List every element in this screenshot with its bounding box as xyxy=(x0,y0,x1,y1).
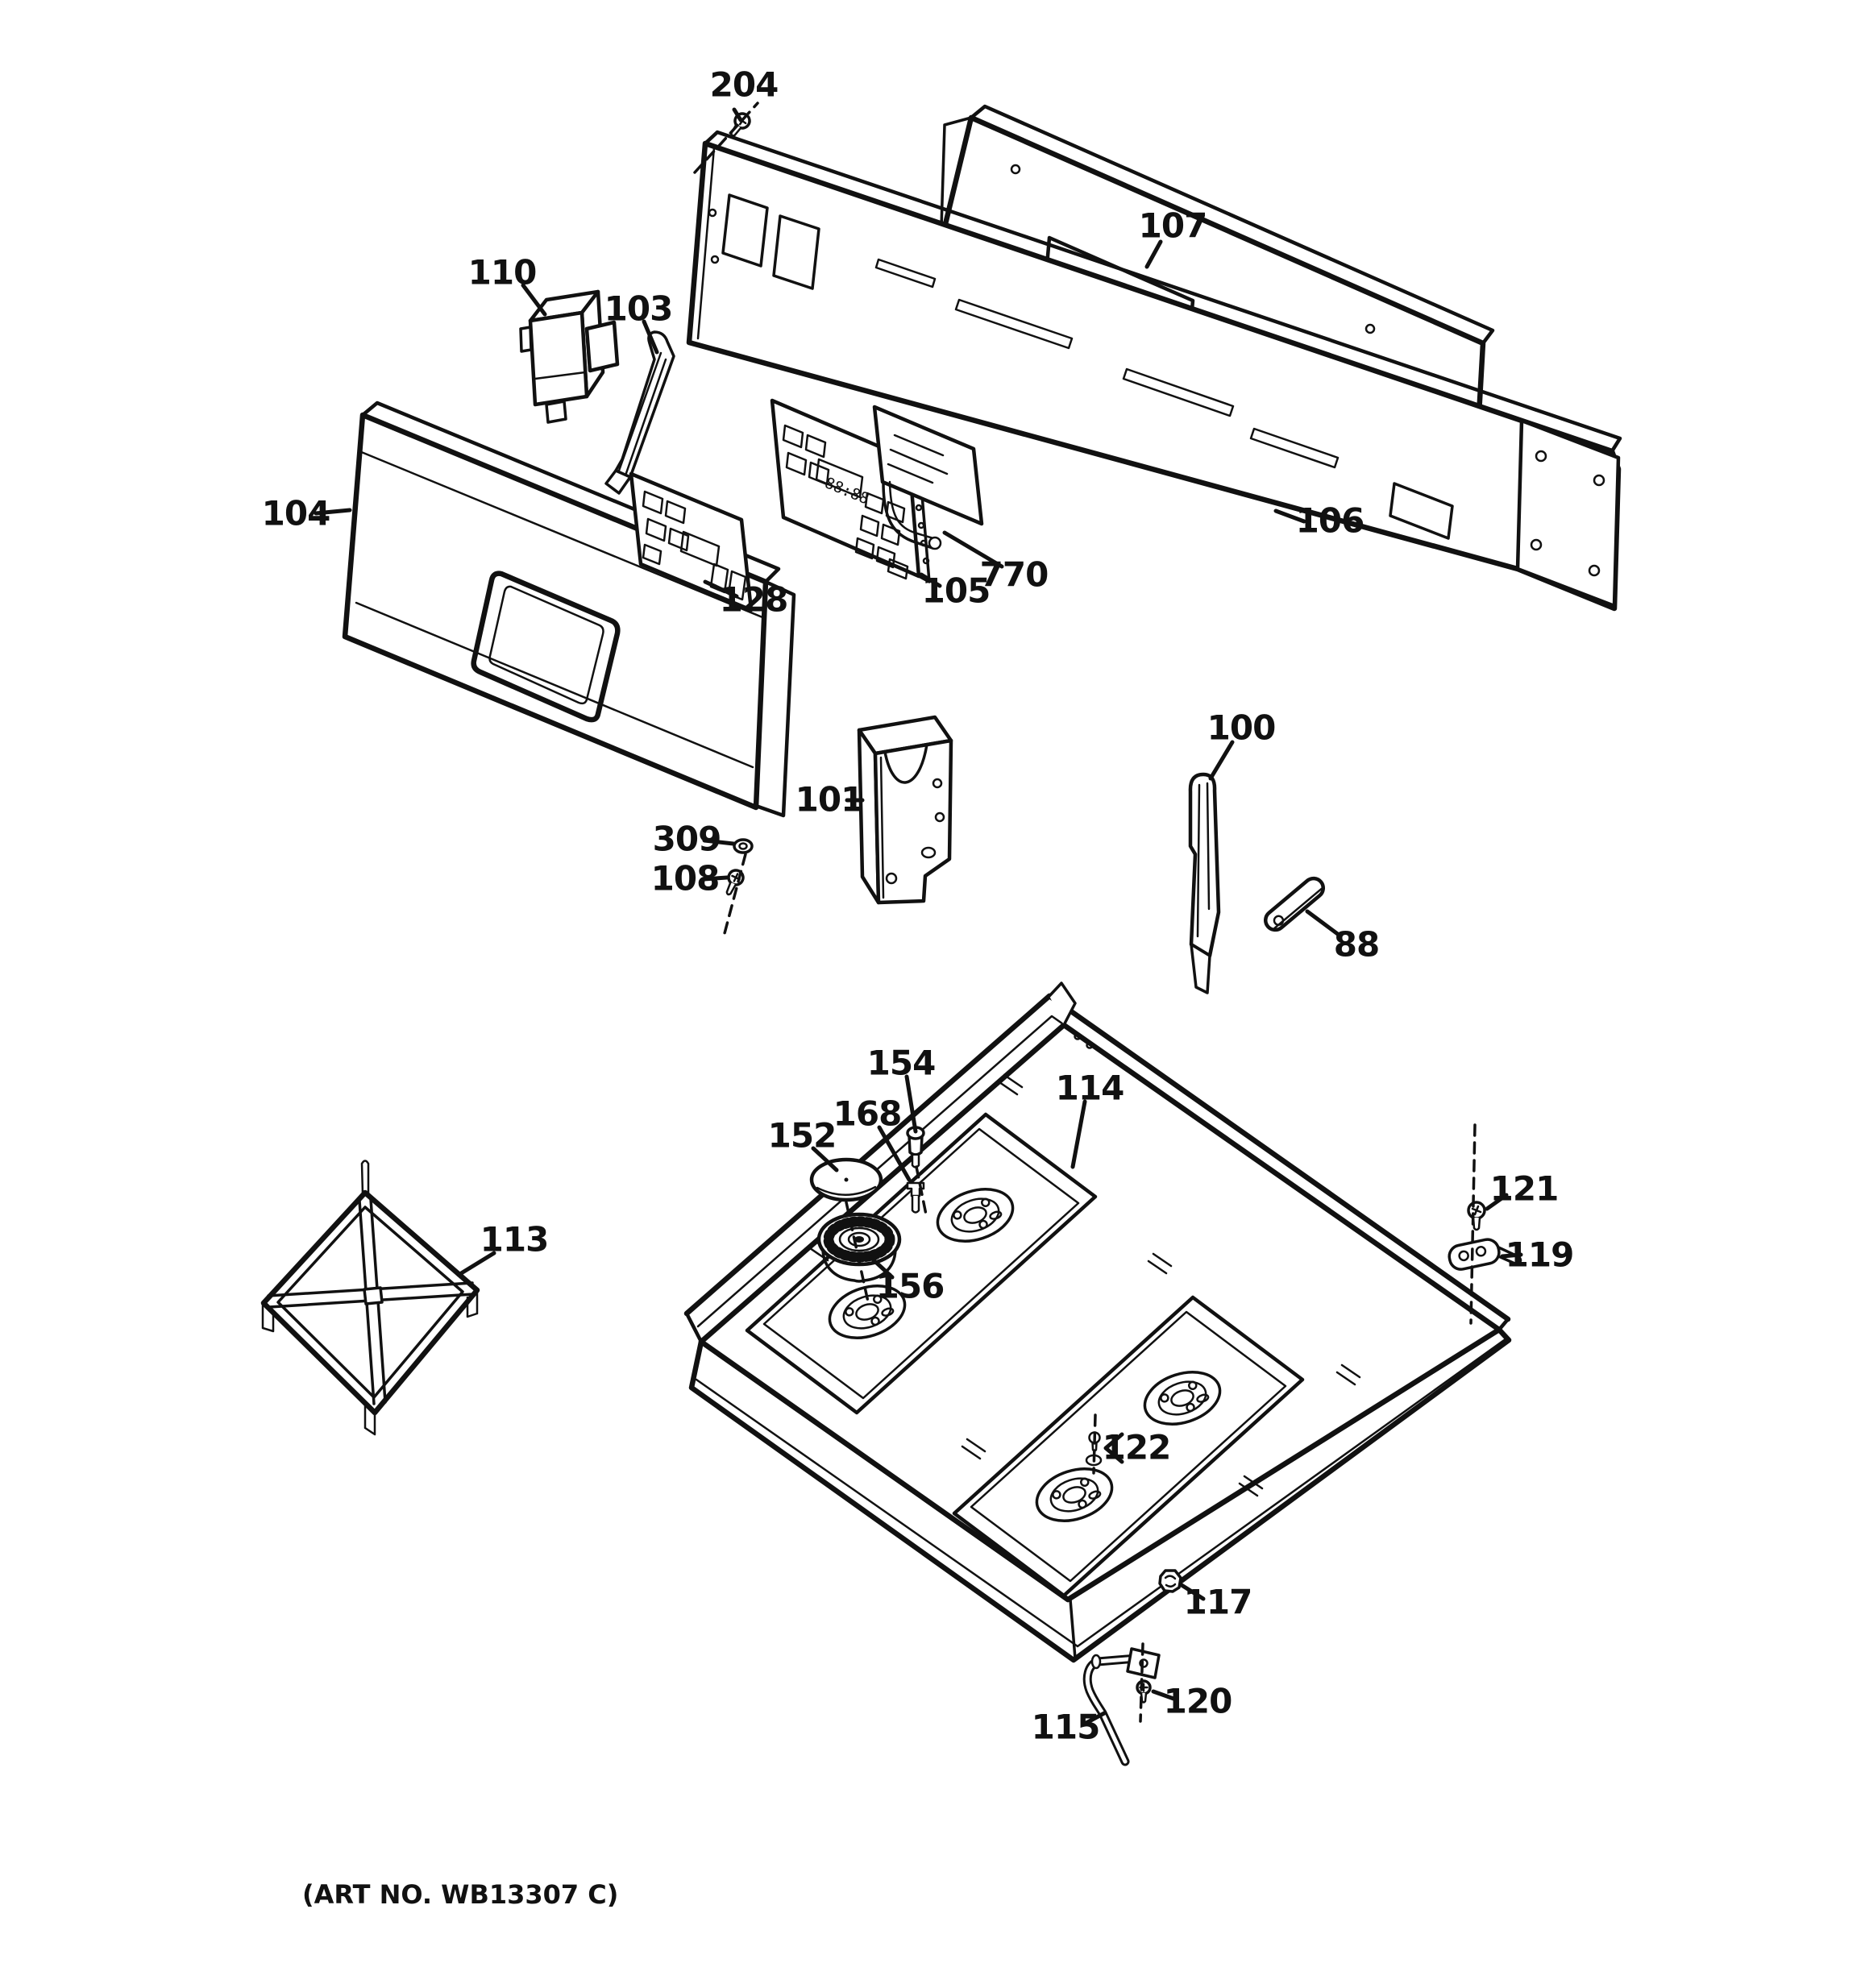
burner-ring-rear-right xyxy=(1143,1371,1222,1426)
part-label-121: 121 xyxy=(1490,1169,1559,1209)
part-label-113: 113 xyxy=(480,1220,549,1260)
part-88-strip xyxy=(1264,876,1325,932)
part-106-rear-support-panel xyxy=(686,130,1622,612)
part-label-108: 108 xyxy=(651,859,720,899)
burner-ring-front-left xyxy=(828,1285,907,1339)
part-label-101: 101 xyxy=(795,780,864,820)
part-label-204: 204 xyxy=(710,65,779,105)
part-label-103: 103 xyxy=(604,289,673,329)
leader-line xyxy=(642,319,659,355)
leader-line xyxy=(521,283,547,317)
leader-line xyxy=(1485,1193,1509,1211)
assembly-axis-dashed-line xyxy=(1469,1123,1477,1325)
leader-line xyxy=(456,1251,496,1277)
leader-line xyxy=(1144,239,1163,269)
part-label-154: 154 xyxy=(867,1044,936,1083)
leader-line xyxy=(1273,508,1306,524)
leader-line xyxy=(1305,909,1341,937)
assembly-axis-dashed-line xyxy=(915,1165,928,1220)
leader-line xyxy=(732,107,743,122)
part-113-burner-grate xyxy=(260,1160,480,1436)
part-label-128: 128 xyxy=(720,580,788,620)
part-label-115: 115 xyxy=(1032,1708,1100,1747)
part-label-100: 100 xyxy=(1207,708,1276,748)
part-100-side-bracket xyxy=(1188,772,1221,994)
part-label-106: 106 xyxy=(1296,501,1364,541)
leader-line xyxy=(869,1255,895,1280)
part-label-104: 104 xyxy=(262,494,330,533)
washer-309-icon xyxy=(733,838,754,854)
leader-line xyxy=(702,838,736,846)
leader-line xyxy=(919,572,942,588)
part-label-770: 770 xyxy=(980,555,1049,595)
part-101-mounting-bracket xyxy=(857,715,953,905)
part-label-156: 156 xyxy=(876,1267,945,1306)
part-label-88: 88 xyxy=(1334,925,1379,965)
part-label-119: 119 xyxy=(1506,1235,1574,1275)
part-label-105: 105 xyxy=(922,571,991,611)
assembly-axis-dashed-line xyxy=(1092,1413,1097,1475)
part-label-168: 168 xyxy=(833,1094,902,1134)
part-label-107: 107 xyxy=(1139,206,1207,246)
leader-line xyxy=(1500,1252,1523,1259)
leader-line xyxy=(1070,1099,1087,1169)
assembly-axis-dashed-line xyxy=(1139,1642,1144,1723)
part-label-309: 309 xyxy=(653,820,721,859)
leader-line xyxy=(1082,1711,1107,1726)
burner-ring-front-right xyxy=(1035,1467,1114,1522)
leader-line xyxy=(701,875,729,882)
part-label-110: 110 xyxy=(468,253,537,293)
nut-117-icon xyxy=(1158,1569,1182,1593)
leader-line xyxy=(1179,1583,1206,1601)
leader-line xyxy=(904,1074,918,1134)
assembly-axis-dashed-line xyxy=(845,1201,870,1307)
part-label-117: 117 xyxy=(1184,1583,1252,1622)
part-label-120: 120 xyxy=(1164,1682,1232,1721)
leader-line xyxy=(942,530,1004,569)
leader-line xyxy=(314,508,352,516)
part-115-gas-tube xyxy=(1082,1647,1161,1766)
part-label-152: 152 xyxy=(768,1116,837,1156)
art-number-text: (ART NO. WB13307 C) xyxy=(302,1879,618,1910)
part-152-burner-cap xyxy=(809,1157,883,1202)
part-770-faceplate-overlay xyxy=(872,405,984,550)
leader-line xyxy=(1208,740,1235,781)
right-burner-well xyxy=(952,1295,1305,1598)
part-label-114: 114 xyxy=(1056,1069,1124,1108)
part-128-keypad-membrane xyxy=(629,471,754,612)
arrow-122-chevron xyxy=(1103,1432,1124,1464)
assembly-axis-dashed-line xyxy=(693,102,759,174)
burner-ring-rear-left xyxy=(936,1188,1015,1243)
part-110-spark-module xyxy=(519,289,620,424)
leader-line xyxy=(811,1146,839,1172)
leader-line xyxy=(703,579,739,599)
leader-line xyxy=(1151,1689,1178,1702)
assembly-axis-dashed-line xyxy=(722,853,747,938)
part-label-122: 122 xyxy=(1103,1428,1171,1467)
leader-line xyxy=(877,1125,912,1182)
